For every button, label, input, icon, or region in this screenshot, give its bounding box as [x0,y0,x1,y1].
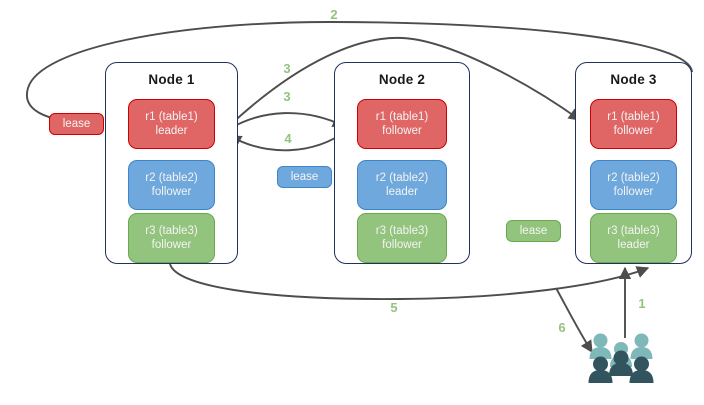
node-3-replica-r2-line1: r2 (table2) [607,172,660,184]
node-1-replica-r1[interactable]: r1 (table1) leader [128,99,215,149]
node-1-replica-r2-line2: follower [151,186,192,198]
node-2-replica-r3-line1: r3 (table3) [375,225,429,237]
node-2-replica-r1-line2: follower [382,125,422,137]
lease-table3-label: lease [519,225,548,237]
node-1-container[interactable]: Node 1 r1 (table1) leader r2 (table2) fo… [105,62,238,264]
node-3-title: Node 3 [610,72,657,87]
node-3-replica-r1-line1: r1 (table1) [607,111,660,123]
node-2-replica-r3[interactable]: r3 (table3) follower [357,213,447,263]
step-label-6: 6 [554,320,570,335]
node-1-replica-r2-line1: r2 (table2) [145,172,198,184]
lease-table2-label: lease [290,171,319,183]
lease-table3-badge[interactable]: lease [506,220,561,242]
node-3-replica-r3[interactable]: r3 (table3) leader [590,213,677,263]
lease-table1-label: lease [62,118,91,130]
node-2-replica-r2-line1: r2 (table2) [375,172,429,184]
node-1-replica-r1-line2: leader [155,125,188,137]
step-label-2-text: 2 [330,7,338,22]
node-2-replica-r3-line2: follower [382,239,422,251]
lease-table2-badge[interactable]: lease [277,166,332,188]
step-label-1: 1 [634,296,650,311]
step-label-3a: 3 [279,61,295,76]
node-3-replica-r3-line1: r3 (table3) [607,225,660,237]
node-2-container[interactable]: Node 2 r1 (table1) follower r2 (table2) … [334,62,470,264]
step-label-2: 2 [326,7,342,22]
node-2-title: Node 2 [378,72,426,87]
node-1-replica-r1-line1: r1 (table1) [145,111,198,123]
step-label-1-text: 1 [638,296,646,311]
step-label-3b-text: 3 [283,89,291,104]
users-icon [588,333,654,383]
edge-step-5 [169,263,650,300]
edge-step-3-lower [225,112,346,132]
step-label-4: 4 [280,131,296,146]
node-1-replica-r3-line2: follower [151,239,192,251]
node-1-replica-r3-line1: r3 (table3) [145,225,198,237]
node-1-replica-r2[interactable]: r2 (table2) follower [128,160,215,210]
node-3-replica-r2[interactable]: r2 (table2) follower [590,160,677,210]
step-label-5: 5 [386,300,402,315]
step-label-5-text: 5 [390,300,398,315]
step-label-4-text: 4 [284,131,292,146]
node-3-replica-r1[interactable]: r1 (table1) follower [590,99,677,149]
node-3-container[interactable]: Node 3 r1 (table1) follower r2 (table2) … [575,62,692,264]
node-2-replica-r1[interactable]: r1 (table1) follower [357,99,447,149]
node-2-replica-r2-line2: leader [386,186,418,198]
step-label-3a-text: 3 [283,61,291,76]
step-label-3b: 3 [279,89,295,104]
node-3-replica-r1-line2: follower [613,125,654,137]
node-2-replica-r1-line1: r1 (table1) [375,111,429,123]
node-2-replica-r2[interactable]: r2 (table2) leader [357,160,447,210]
node-3-replica-r3-line2: leader [617,239,650,251]
step-label-6-text: 6 [558,320,566,335]
node-3-replica-r2-line2: follower [613,186,654,198]
lease-table1-badge[interactable]: lease [49,113,104,135]
node-1-replica-r3[interactable]: r3 (table3) follower [128,213,215,263]
node-1-title: Node 1 [148,72,195,87]
